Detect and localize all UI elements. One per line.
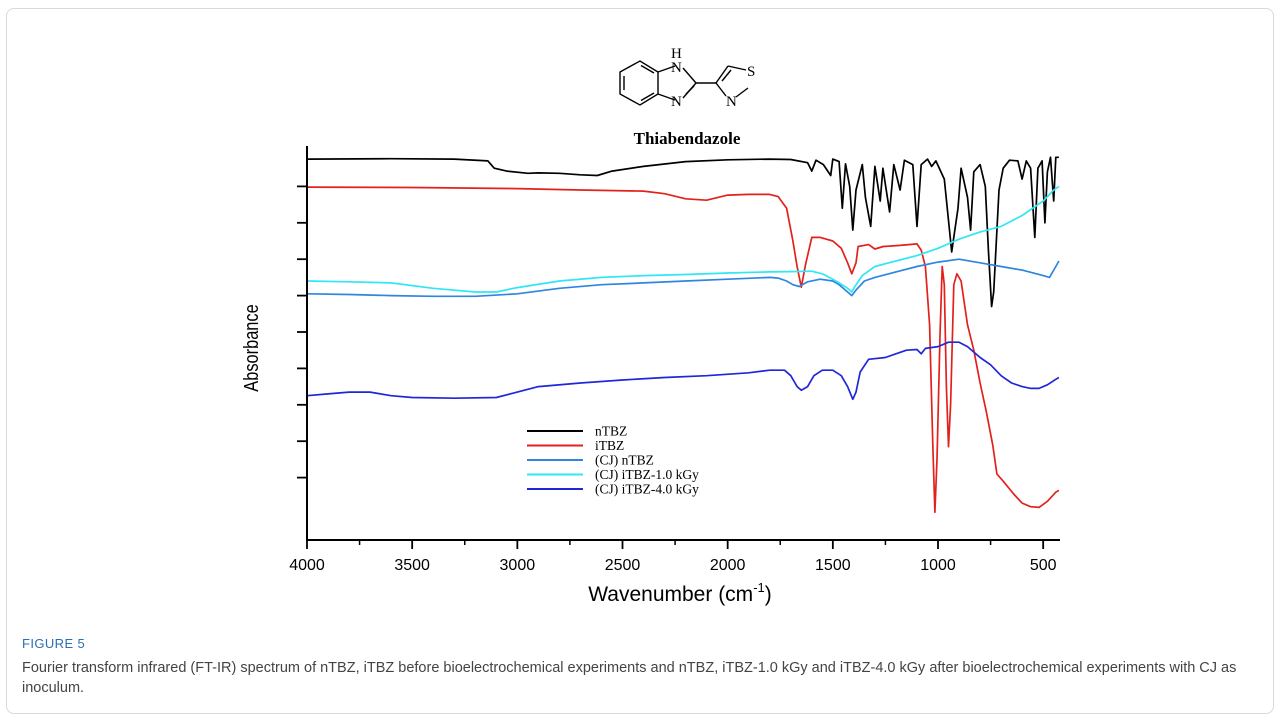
thiazole-bond: [735, 87, 749, 98]
imidazole-bond: [657, 93, 676, 101]
figure-label: FIGURE 5: [22, 636, 86, 651]
imidazole-bond: [657, 65, 676, 73]
series-line-3: [306, 258, 1060, 298]
molecule-name: Thiabendazole: [634, 129, 741, 148]
x-tick-label: 3000: [500, 557, 536, 574]
x-tick-label: 2500: [605, 557, 641, 574]
x-axis-label: Wavenumber (cm-1): [588, 580, 772, 606]
x-tick-label: 1000: [920, 557, 956, 574]
benzene-inner-bond: [640, 92, 655, 102]
x-axis-label-main: Wavenumber (cm: [588, 583, 753, 606]
atom-label-s: S: [747, 64, 755, 80]
thiazole-bond: [727, 65, 747, 71]
figure-caption: Fourier transform infrared (FT-IR) spect…: [22, 660, 1237, 696]
x-axis-label-close: ): [765, 583, 772, 606]
legend-label-5: (CJ) iTBZ-4.0 kGy: [595, 482, 699, 497]
axes: 4000 3500 3000 2500 2000 1500 1000 500: [289, 146, 1060, 574]
atom-label-nh: N: [671, 60, 682, 76]
atom-label-n: N: [671, 94, 682, 110]
legend-label-2: iTBZ: [595, 438, 624, 453]
atom-label-h: H: [671, 46, 682, 62]
figure-card: [6, 8, 1274, 714]
x-tick-label: 3500: [394, 557, 430, 574]
series-line-5: [306, 341, 1060, 401]
thiazole-bond: [715, 82, 727, 97]
x-tick-label: 4000: [289, 557, 325, 574]
thiazole-bond: [715, 65, 729, 84]
imidazole-bond: [682, 67, 697, 84]
benzene-ring: [619, 60, 659, 106]
imidazole-double-bond: [685, 85, 695, 95]
plot-series: [306, 156, 1060, 514]
atom-label-n-thiazole: N: [726, 94, 737, 110]
legend-label-3: (CJ) nTBZ: [595, 453, 654, 468]
x-tick-label: 500: [1030, 557, 1057, 574]
x-tick-label: 2000: [710, 557, 746, 574]
series-line-1: [306, 156, 1059, 308]
x-axis-label-superscript: -1: [753, 580, 765, 595]
y-axis-label: Absorbance: [239, 304, 262, 391]
series-line-4: [306, 185, 1060, 293]
thiazole-double-bond: [721, 69, 732, 82]
benzene-inner-bond: [640, 64, 655, 74]
x-tick-label: 1500: [815, 557, 851, 574]
thiabendazole-structure: [619, 60, 749, 106]
series-line-2: [306, 186, 1060, 514]
legend-label-1: nTBZ: [595, 424, 627, 439]
molecule-atom-labels: H N N N S: [671, 46, 755, 110]
legend-label-4: (CJ) iTBZ-1.0 kGy: [595, 467, 699, 482]
